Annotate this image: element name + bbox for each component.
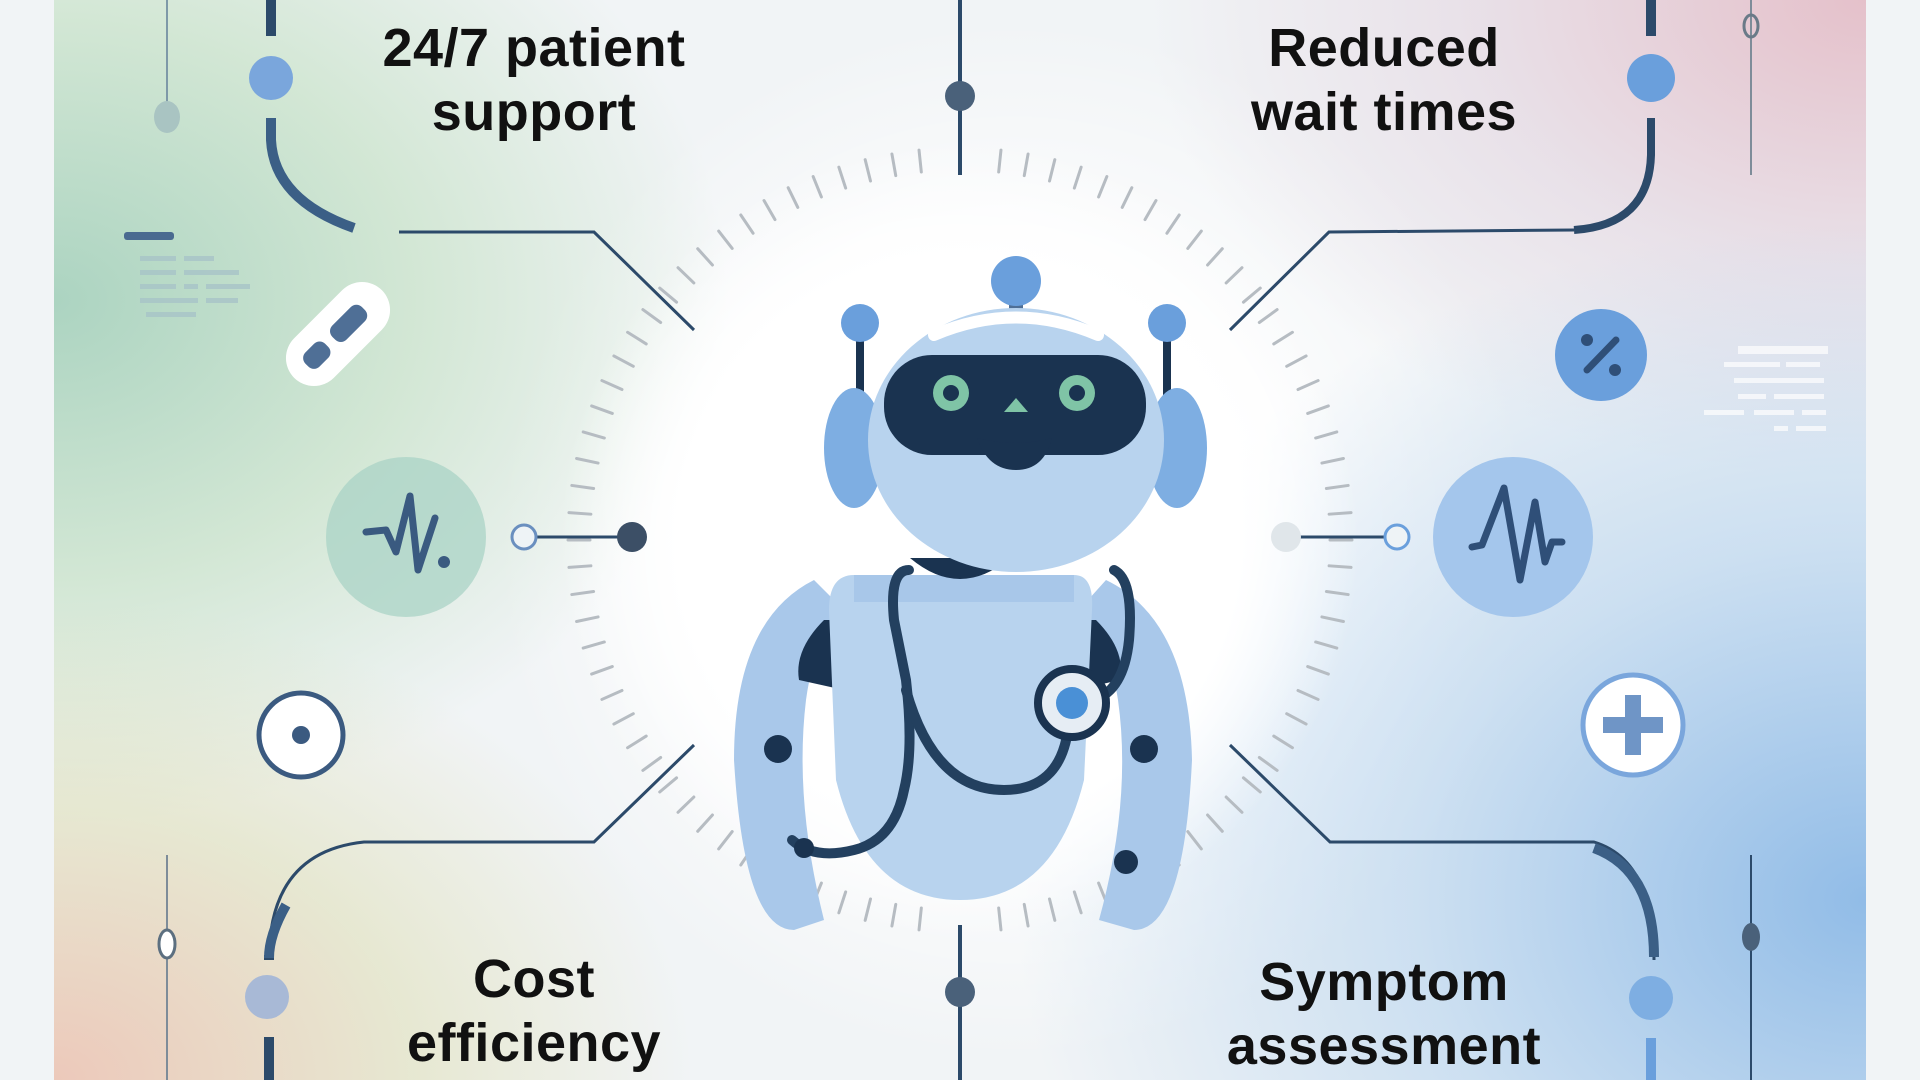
robot-illustration [734, 256, 1207, 930]
top-left-bracket [154, 0, 696, 332]
diagram-artwork [124, 0, 1828, 1080]
benefit-line-2: efficiency [406, 1013, 662, 1073]
bottom-right-bracket [1228, 743, 1760, 1080]
benefit-label-cost-efficiency: Cost efficiency [324, 947, 744, 1075]
bottom-connector [945, 925, 975, 1080]
benefit-label-reduced-wait-times: Reduced wait times [1174, 16, 1594, 144]
benefit-line-2: wait times [1250, 82, 1518, 142]
decorative-text-bars-left [124, 232, 250, 317]
percent-icon [1555, 309, 1647, 401]
tick-ring [566, 148, 1354, 932]
decorative-text-bars-right [1704, 346, 1828, 431]
target-icon [256, 690, 346, 780]
right-connector [1271, 522, 1411, 552]
top-connector [945, 0, 975, 175]
benefit-line-2: support [431, 82, 637, 142]
left-connector [510, 522, 647, 552]
bottom-left-bracket [157, 743, 696, 1080]
top-right-bracket [1228, 0, 1760, 332]
medical-cross-icon [1580, 672, 1686, 778]
heartbeat-icon-left [326, 457, 486, 617]
benefit-line-1: 24/7 patient [382, 18, 686, 78]
benefit-label-24-7-support: 24/7 patient support [324, 16, 744, 144]
benefit-label-symptom-assessment: Symptom assessment [1174, 950, 1594, 1078]
benefit-line-1: Symptom [1259, 952, 1509, 1012]
benefit-line-1: Reduced [1268, 18, 1500, 78]
benefit-line-1: Cost [473, 949, 595, 1009]
infographic-canvas: 24/7 patient support Reduced wait times … [54, 0, 1866, 1080]
heartbeat-icon-right [1433, 457, 1593, 617]
benefit-line-2: assessment [1226, 1016, 1542, 1076]
pill-icon [285, 281, 391, 387]
